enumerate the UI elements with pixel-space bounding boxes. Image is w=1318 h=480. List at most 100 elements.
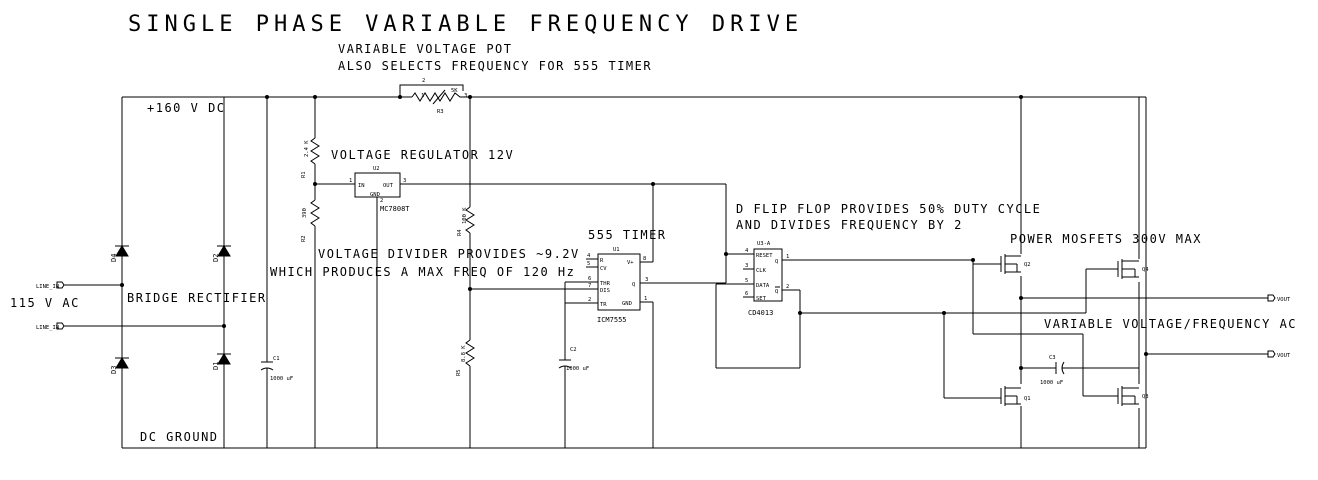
u2-pin-gnd-num: 2 — [380, 198, 383, 204]
r2-label: R2 — [301, 235, 307, 242]
u3-pin-set: SET — [756, 296, 767, 302]
input-voltage-label: 115 V AC — [10, 296, 80, 310]
svg-text:VOUT: VOUT — [1277, 353, 1291, 359]
mosfet-q4 — [1085, 259, 1139, 313]
u3-pin-reset: RESET — [756, 253, 773, 259]
diode-d2 — [217, 245, 231, 257]
bridge-rectifier — [64, 97, 231, 448]
u1-num-dis: 7 — [588, 283, 591, 289]
line-in-port-2[interactable]: LINE_IN — [36, 322, 65, 331]
flipflop-u3 — [653, 183, 973, 369]
u1-pin-q: Q — [632, 282, 635, 288]
u2-pin-out-num: 3 — [403, 178, 406, 184]
r3-pin2: 2 — [422, 78, 425, 84]
u3-num-qbar: 2 — [786, 284, 789, 290]
ground-label: DC GROUND — [140, 430, 219, 444]
r1-value: 2.4 K — [304, 140, 310, 157]
u1-num-tr: 2 — [588, 297, 591, 303]
timer-note: 555 TIMER — [588, 228, 667, 242]
c2-label: C2 — [570, 347, 577, 353]
q2-label: Q2 — [1024, 262, 1031, 268]
diode-d4 — [115, 245, 129, 257]
u1-pin-tr: TR — [600, 302, 607, 308]
u2-label: U2 — [373, 166, 380, 172]
c3-value: 1000 uF — [1040, 380, 1063, 386]
flipflop-note-line1: D FLIP FLOP PROVIDES 50% DUTY CYCLE — [736, 202, 1041, 216]
u3-num-q: 1 — [786, 254, 789, 260]
capacitor-c1 — [260, 95, 274, 448]
resistor-r2 — [310, 182, 320, 448]
u2-out-pin: OUT — [383, 183, 394, 189]
u1-pin-vplus: V+ — [627, 260, 634, 266]
vout-port-2[interactable]: VOUT — [1267, 350, 1291, 359]
r3-pin3: 3 — [464, 93, 467, 99]
bridge-label: BRIDGE RECTIFIER — [127, 291, 267, 305]
pot-note-line1: VARIABLE VOLTAGE POT — [338, 42, 513, 56]
u1-num-r: 4 — [587, 253, 591, 259]
svg-text:LINE_IN: LINE_IN — [36, 325, 59, 331]
u3-pin-clk: CLK — [756, 268, 767, 274]
flipflop-note-line2: AND DIVIDES FREQUENCY BY 2 — [736, 218, 963, 232]
u1-num-gnd: 1 — [644, 296, 647, 302]
q1-label: Q1 — [1024, 396, 1031, 402]
r3-pin1: 1 — [421, 93, 424, 99]
u1-num-cv: 5 — [587, 261, 590, 267]
d4-label: D4 — [110, 254, 118, 262]
capacitor-c3 — [1021, 361, 1139, 375]
u1-num-vplus: 8 — [643, 256, 646, 262]
d2-label: D2 — [212, 254, 220, 262]
gate-wiring — [944, 312, 1086, 335]
diode-d3 — [115, 357, 129, 369]
mosfet-note: POWER MOSFETS 300V MAX — [1010, 232, 1202, 246]
r1-label: R1 — [301, 171, 307, 178]
output-note: VARIABLE VOLTAGE/FREQUENCY AC — [1044, 317, 1297, 331]
u3-part: CD4013 — [748, 309, 773, 317]
mosfet-q1 — [942, 311, 1021, 406]
r4-value: 100 K — [462, 207, 468, 224]
c1-label: C1 — [273, 356, 280, 362]
output-wiring — [1021, 297, 1268, 355]
r5-value: 8.8 K — [461, 345, 467, 362]
regulator-note: VOLTAGE REGULATOR 12V — [331, 148, 514, 162]
u3-num-data: 5 — [745, 278, 748, 284]
c1-value: 1000 uF — [270, 376, 293, 382]
u2-pin-in-num: 1 — [349, 178, 352, 184]
u3-num-set: 6 — [745, 291, 748, 297]
diode-d1 — [217, 353, 231, 365]
dc-bus-rail — [122, 96, 1147, 448]
u1-pin-r: R — [600, 258, 604, 264]
u1-part: ICM7555 — [597, 316, 627, 324]
u1-pin-gnd: GND — [622, 301, 632, 307]
u2-in-pin: IN — [358, 183, 365, 189]
pot-note-line2: ALSO SELECTS FREQUENCY FOR 555 TIMER — [338, 59, 652, 73]
c3-label: C3 — [1049, 355, 1056, 361]
mosfet-leg-left — [1019, 95, 1023, 448]
q3-label: Q3 — [1142, 394, 1149, 400]
divider-note-line2: WHICH PRODUCES A MAX FREQ OF 120 Hz — [270, 265, 575, 279]
r4-label: R4 — [457, 229, 463, 236]
u3-pin-q: Q — [775, 259, 778, 265]
u1-pin-dis: DIS — [600, 288, 610, 294]
u3-num-clk: 3 — [745, 263, 748, 269]
u3-pin-qbar: Q — [775, 289, 778, 295]
capacitor-c2 — [558, 352, 572, 448]
r3-value: 5K — [451, 88, 458, 94]
u1-num-q: 3 — [645, 277, 648, 283]
potentiometer-r3 — [398, 84, 472, 105]
vout-port-1[interactable]: VOUT — [1267, 294, 1291, 303]
d1-label: D1 — [212, 362, 220, 370]
regulator-u2 — [315, 172, 653, 448]
d3-label: D3 — [110, 366, 118, 374]
line-in-port-1[interactable]: LINE_IN — [36, 281, 65, 290]
q4-label: Q4 — [1142, 267, 1149, 273]
r2-value: 390 — [302, 208, 308, 218]
u3-label: U3-A — [757, 241, 771, 247]
c2-value: 1000 uF — [566, 366, 589, 372]
svg-text:VOUT: VOUT — [1277, 297, 1291, 303]
divider-note-line1: VOLTAGE DIVIDER PROVIDES ~9.2V — [318, 247, 580, 261]
u3-pin-data: DATA — [756, 283, 770, 289]
u1-label: U1 — [613, 247, 620, 253]
resistor-r5 — [465, 287, 475, 448]
u1-pin-cv: CV — [600, 266, 607, 272]
